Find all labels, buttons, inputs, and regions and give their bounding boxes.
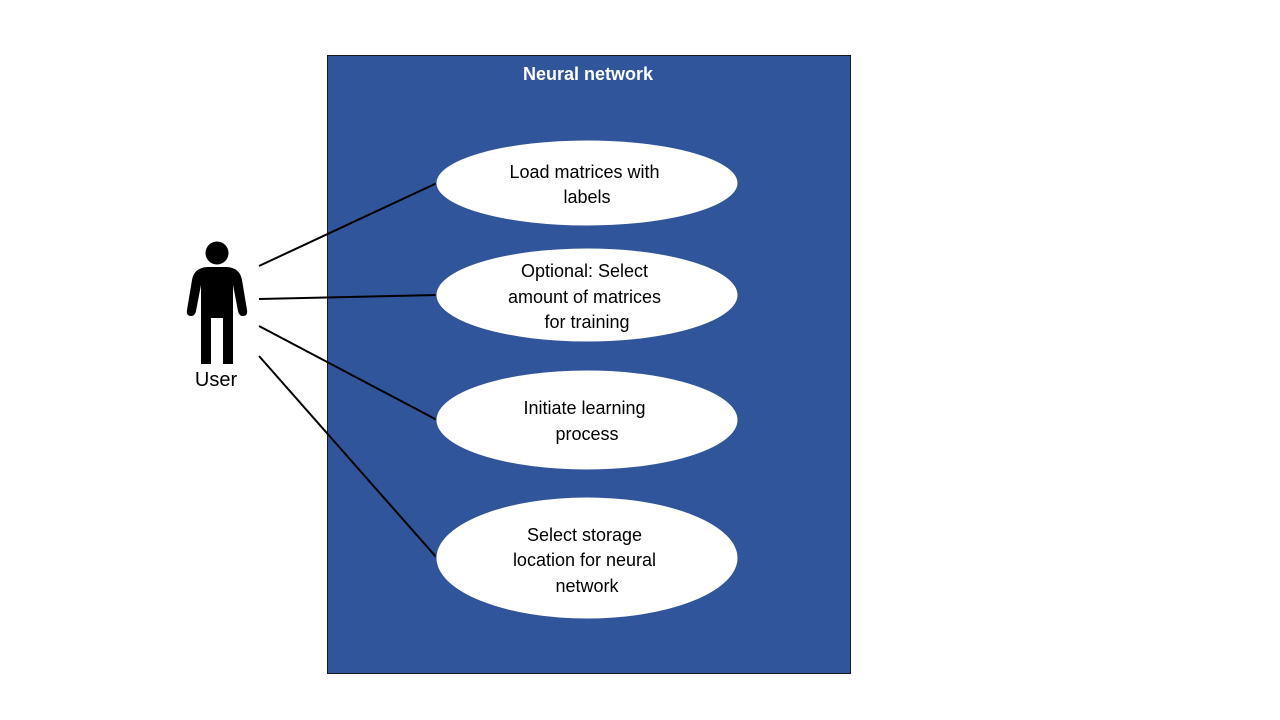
use-case-select-amount[interactable]: Optional: Select amount of matrices for … xyxy=(435,247,739,343)
use-case-label-line: process xyxy=(555,424,618,444)
use-case-label-line: location for neural xyxy=(513,550,656,570)
use-case-label-line: network xyxy=(555,576,619,596)
use-case-ellipse xyxy=(435,247,739,343)
use-case-ellipse xyxy=(435,369,739,471)
association-line-3 xyxy=(258,325,438,421)
association-line-1 xyxy=(258,182,438,267)
svg-text:Load matrices with label: Load matrices with labels xyxy=(509,162,664,207)
association-line-2 xyxy=(258,294,438,300)
svg-text:Select storage location: Select storage location for neural netwo… xyxy=(513,525,661,596)
svg-text:Optional: Select amount: Optional: Select amount of matrices for … xyxy=(508,261,666,332)
use-case-label-line: Optional: Select xyxy=(521,261,648,281)
use-case-label-line: for training xyxy=(544,312,629,332)
use-case-ellipse xyxy=(435,139,739,227)
actor-user[interactable]: User xyxy=(186,241,248,392)
person-icon xyxy=(186,241,248,364)
use-case-label-line: Initiate learning xyxy=(523,398,645,418)
use-case-label-line: Load matrices with xyxy=(509,162,659,182)
association-line-4 xyxy=(258,355,438,559)
use-case-select-storage[interactable]: Select storage location for neural netwo… xyxy=(435,496,739,620)
use-case-ellipse xyxy=(435,496,739,620)
use-case-label-line: Select storage xyxy=(527,525,642,545)
associations xyxy=(258,182,438,559)
use-case-label-line: labels xyxy=(563,187,610,207)
use-case-initiate-learning[interactable]: Initiate learning process xyxy=(435,369,739,471)
svg-text:Initiate learning proces: Initiate learning process xyxy=(523,398,650,444)
system-title: Neural network xyxy=(523,64,654,84)
actor-label: User xyxy=(195,369,238,391)
use-case-label-line: amount of matrices xyxy=(508,287,661,307)
use-case-load-matrices[interactable]: Load matrices with labels xyxy=(435,139,739,227)
